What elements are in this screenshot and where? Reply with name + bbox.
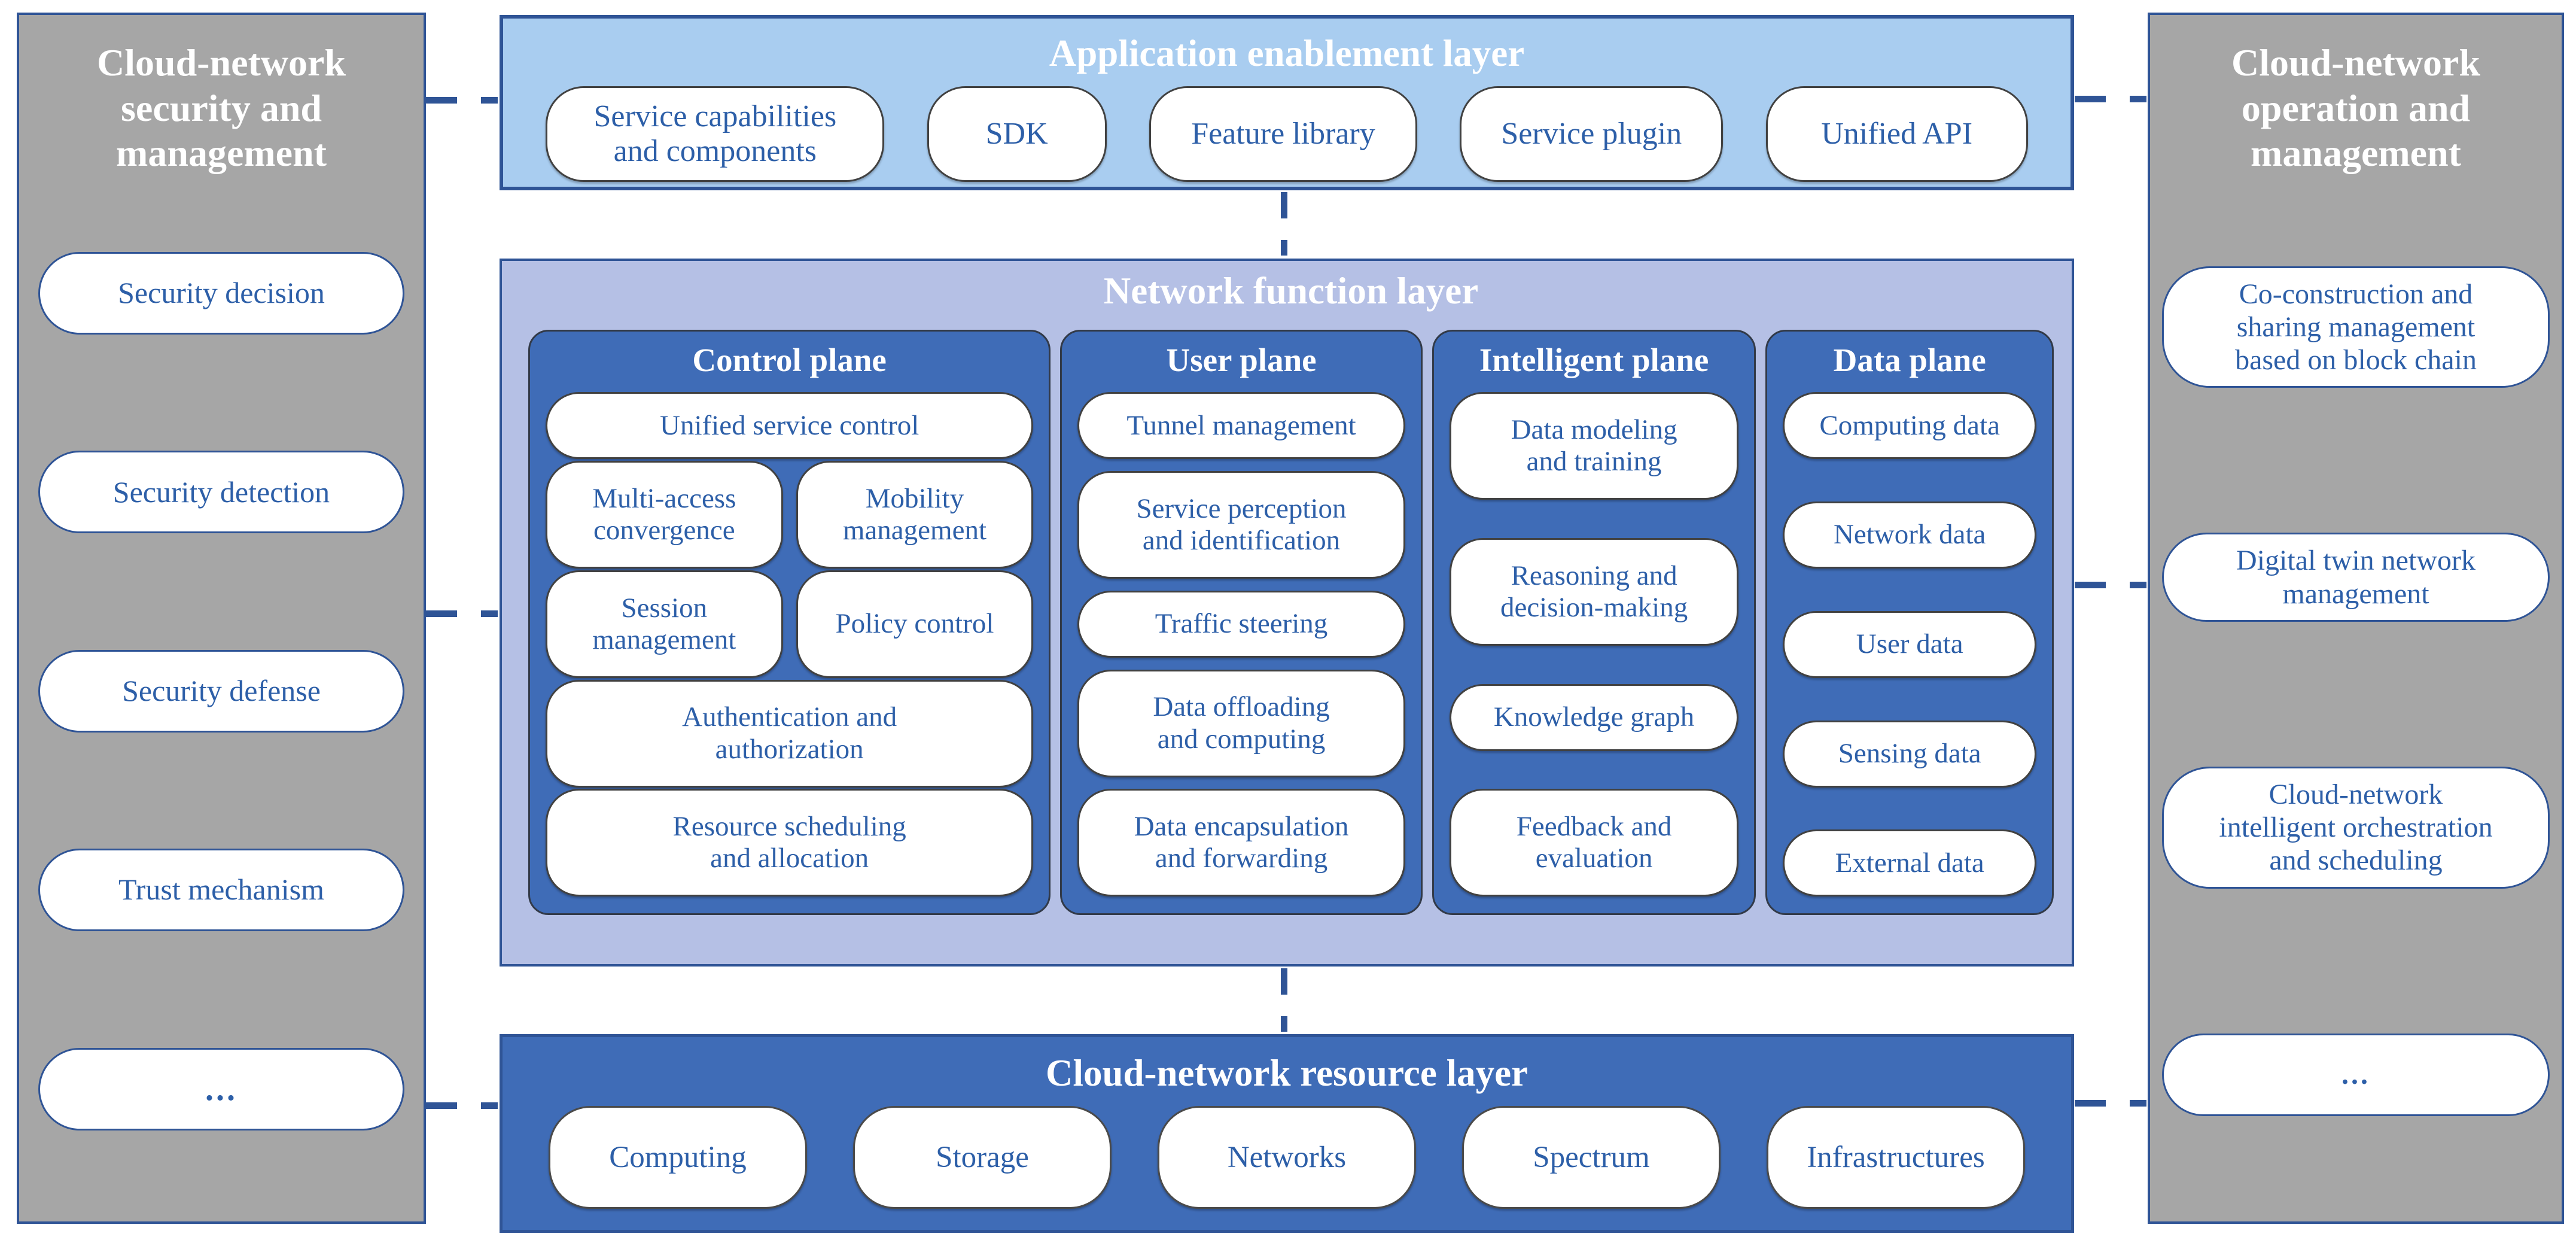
security-management-panel: Cloud-network security and management Se… bbox=[17, 13, 426, 1224]
dashed-connector-left-bottom bbox=[426, 1102, 498, 1109]
control-plane-title: Control plane bbox=[692, 342, 887, 379]
co-construction-sharing-pill: Co-construction and sharing management b… bbox=[2162, 266, 2550, 388]
intelligent-plane: Intelligent plane Data modeling and trai… bbox=[1432, 330, 1756, 916]
computing-data-pill: Computing data bbox=[1783, 392, 2036, 460]
unified-service-control-pill: Unified service control bbox=[546, 392, 1034, 460]
security-defense-pill: Security defense bbox=[38, 649, 404, 733]
traffic-steering-pill: Traffic steering bbox=[1077, 590, 1405, 658]
reasoning-decision-pill: Reasoning and decision-making bbox=[1449, 537, 1739, 646]
dashed-connector-left-top bbox=[426, 97, 498, 104]
unified-api-pill: Unified API bbox=[1765, 86, 2028, 183]
service-plugin-pill: Service plugin bbox=[1460, 86, 1724, 183]
authentication-authorization-pill: Authentication and authorization bbox=[546, 679, 1034, 788]
knowledge-graph-pill: Knowledge graph bbox=[1449, 683, 1739, 751]
storage-pill: Storage bbox=[853, 1106, 1112, 1209]
layer-stack: Application enablement layer Service cap… bbox=[500, 0, 2074, 1240]
application-enablement-layer: Application enablement layer Service cap… bbox=[500, 15, 2074, 190]
data-modeling-pill: Data modeling and training bbox=[1449, 392, 1739, 500]
control-plane-row: Multi-access convergence Mobility manage… bbox=[546, 461, 1034, 569]
user-plane: User plane Tunnel management Service per… bbox=[1060, 330, 1423, 916]
sensing-data-pill: Sensing data bbox=[1783, 720, 2036, 788]
network-data-pill: Network data bbox=[1783, 502, 2036, 569]
application-enablement-items: Service capabilities and components SDK … bbox=[503, 86, 2070, 183]
computing-pill: Computing bbox=[549, 1106, 807, 1209]
policy-control-pill: Policy control bbox=[796, 570, 1034, 678]
spectrum-pill: Spectrum bbox=[1462, 1106, 1721, 1209]
service-capabilities-pill: Service capabilities and components bbox=[546, 86, 885, 183]
dashed-connector-right-middle bbox=[2075, 582, 2146, 588]
control-plane-row: Session management Policy control bbox=[546, 570, 1034, 678]
user-data-pill: User data bbox=[1783, 610, 2036, 678]
mobility-management-pill: Mobility management bbox=[796, 461, 1034, 569]
security-panel-title: Cloud-network security and management bbox=[96, 41, 346, 175]
data-plane-items: Computing data Network data User data Se… bbox=[1783, 392, 2036, 897]
security-panel-items: Security decision Security detection Sec… bbox=[19, 176, 424, 1221]
intelligent-plane-title: Intelligent plane bbox=[1479, 342, 1709, 379]
intelligent-plane-items: Data modeling and training Reasoning and… bbox=[1449, 392, 1739, 897]
network-function-layer-title: Network function layer bbox=[1103, 270, 1479, 312]
operation-panel-title: Cloud-network operation and management bbox=[2231, 41, 2481, 175]
feature-library-pill: Feature library bbox=[1149, 86, 1417, 183]
network-planes: Control plane Unified service control Mu… bbox=[528, 330, 2054, 916]
infrastructures-pill: Infrastructures bbox=[1767, 1106, 2025, 1209]
trust-mechanism-pill: Trust mechanism bbox=[38, 849, 404, 932]
control-plane-items: Unified service control Multi-access con… bbox=[546, 392, 1034, 897]
operation-panel-items: Co-construction and sharing management b… bbox=[2150, 176, 2562, 1221]
security-ellipsis-pill: ... bbox=[38, 1047, 404, 1130]
dashed-connector-network-to-resource bbox=[1281, 968, 1287, 1032]
intelligent-orchestration-pill: Cloud-network intelligent orchestration … bbox=[2162, 767, 2550, 889]
resource-layer-items: Computing Storage Networks Spectrum Infr… bbox=[503, 1106, 2071, 1209]
application-enablement-layer-title: Application enablement layer bbox=[1049, 32, 1525, 74]
data-plane-title: Data plane bbox=[1833, 342, 1986, 379]
external-data-pill: External data bbox=[1783, 829, 2036, 897]
session-management-pill: Session management bbox=[546, 570, 783, 678]
data-encapsulation-pill: Data encapsulation and forwarding bbox=[1077, 789, 1405, 897]
digital-twin-pill: Digital twin network management bbox=[2162, 533, 2550, 622]
dashed-connector-app-to-network bbox=[1281, 192, 1287, 256]
tunnel-management-pill: Tunnel management bbox=[1077, 392, 1405, 460]
resource-layer-title: Cloud-network resource layer bbox=[1045, 1052, 1528, 1094]
user-plane-title: User plane bbox=[1166, 342, 1317, 379]
security-detection-pill: Security detection bbox=[38, 451, 404, 534]
sdk-pill: SDK bbox=[927, 86, 1107, 183]
user-plane-items: Tunnel management Service perception and… bbox=[1077, 392, 1405, 897]
network-function-layer: Network function layer Control plane Uni… bbox=[500, 259, 2074, 967]
resource-scheduling-pill: Resource scheduling and allocation bbox=[546, 789, 1034, 897]
security-decision-pill: Security decision bbox=[38, 251, 404, 335]
dashed-connector-right-bottom bbox=[2075, 1100, 2146, 1107]
multi-access-convergence-pill: Multi-access convergence bbox=[546, 461, 783, 569]
dashed-connector-right-top bbox=[2075, 96, 2146, 102]
control-plane: Control plane Unified service control Mu… bbox=[528, 330, 1051, 916]
feedback-evaluation-pill: Feedback and evaluation bbox=[1449, 789, 1739, 897]
service-perception-pill: Service perception and identification bbox=[1077, 471, 1405, 579]
operation-management-panel: Cloud-network operation and management C… bbox=[2148, 13, 2564, 1224]
data-plane: Data plane Computing data Network data U… bbox=[1765, 330, 2054, 916]
dashed-connector-left-middle bbox=[426, 610, 498, 617]
cloud-network-resource-layer: Cloud-network resource layer Computing S… bbox=[500, 1034, 2074, 1233]
networks-pill: Networks bbox=[1158, 1106, 1416, 1209]
operation-ellipsis-pill: ... bbox=[2162, 1033, 2550, 1116]
data-offloading-pill: Data offloading and computing bbox=[1077, 669, 1405, 777]
